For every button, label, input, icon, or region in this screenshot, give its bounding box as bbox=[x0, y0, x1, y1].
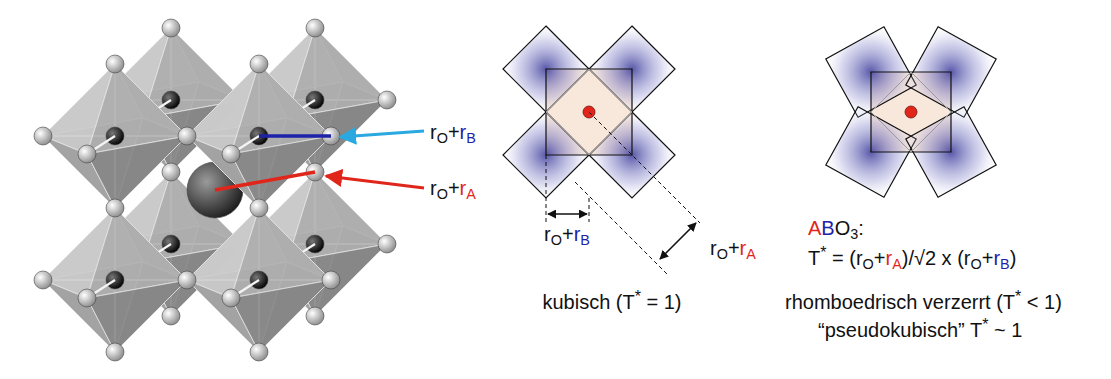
formula-label: ABO3: bbox=[808, 216, 864, 242]
atom-sphere bbox=[106, 199, 124, 217]
atom-sphere bbox=[106, 55, 124, 73]
atom-sphere bbox=[178, 127, 196, 145]
callout-label: rO+rB bbox=[430, 120, 476, 146]
bond bbox=[259, 135, 331, 137]
callout-arrow bbox=[340, 131, 424, 137]
inner-square bbox=[871, 72, 951, 152]
octahedron-face bbox=[231, 280, 331, 352]
caption-label: rhomboedrisch verzerrt (T* < 1) bbox=[785, 290, 1062, 316]
atom-sphere bbox=[162, 307, 180, 325]
bond-length-b bbox=[259, 134, 331, 138]
dimension-label: rO+rA bbox=[710, 236, 756, 262]
atom-sphere bbox=[78, 289, 96, 307]
atom-sphere bbox=[34, 271, 52, 289]
atom-sphere bbox=[250, 199, 268, 217]
atom-sphere bbox=[322, 271, 340, 289]
atom-sphere bbox=[378, 235, 396, 253]
bond-length-a bbox=[215, 172, 315, 190]
atom-sphere bbox=[222, 289, 240, 307]
dimension-lines bbox=[546, 112, 700, 275]
atom-sphere bbox=[306, 19, 324, 37]
atom-sphere bbox=[306, 307, 324, 325]
callout-label: rO+rA bbox=[430, 176, 476, 202]
perovskite-structure bbox=[34, 19, 396, 361]
a-site-dot bbox=[905, 106, 917, 118]
cell-outline bbox=[871, 72, 951, 152]
atom-sphere bbox=[378, 91, 396, 109]
atom-sphere bbox=[78, 145, 96, 163]
formula-label: T* = (rO+rA)/√2 x (rO+rB) bbox=[808, 246, 1016, 272]
atom-sphere bbox=[162, 19, 180, 37]
atom-sphere bbox=[34, 127, 52, 145]
atom-sphere bbox=[250, 55, 268, 73]
dimension-label: rO+rB bbox=[544, 222, 590, 248]
callout-arrow bbox=[326, 176, 424, 188]
octahedron-face bbox=[87, 280, 187, 352]
caption-label: kubisch (T* = 1) bbox=[542, 290, 681, 316]
atom-sphere bbox=[222, 145, 240, 163]
atom-sphere bbox=[250, 343, 268, 361]
atom-sphere bbox=[106, 343, 124, 361]
atom-sphere bbox=[162, 163, 180, 181]
distorted-projection bbox=[826, 27, 996, 197]
caption-label: “pseudokubisch” T* ~ 1 bbox=[818, 318, 1022, 344]
octahedron-face bbox=[231, 136, 331, 208]
octahedron-face bbox=[87, 136, 187, 208]
atom-sphere bbox=[178, 271, 196, 289]
